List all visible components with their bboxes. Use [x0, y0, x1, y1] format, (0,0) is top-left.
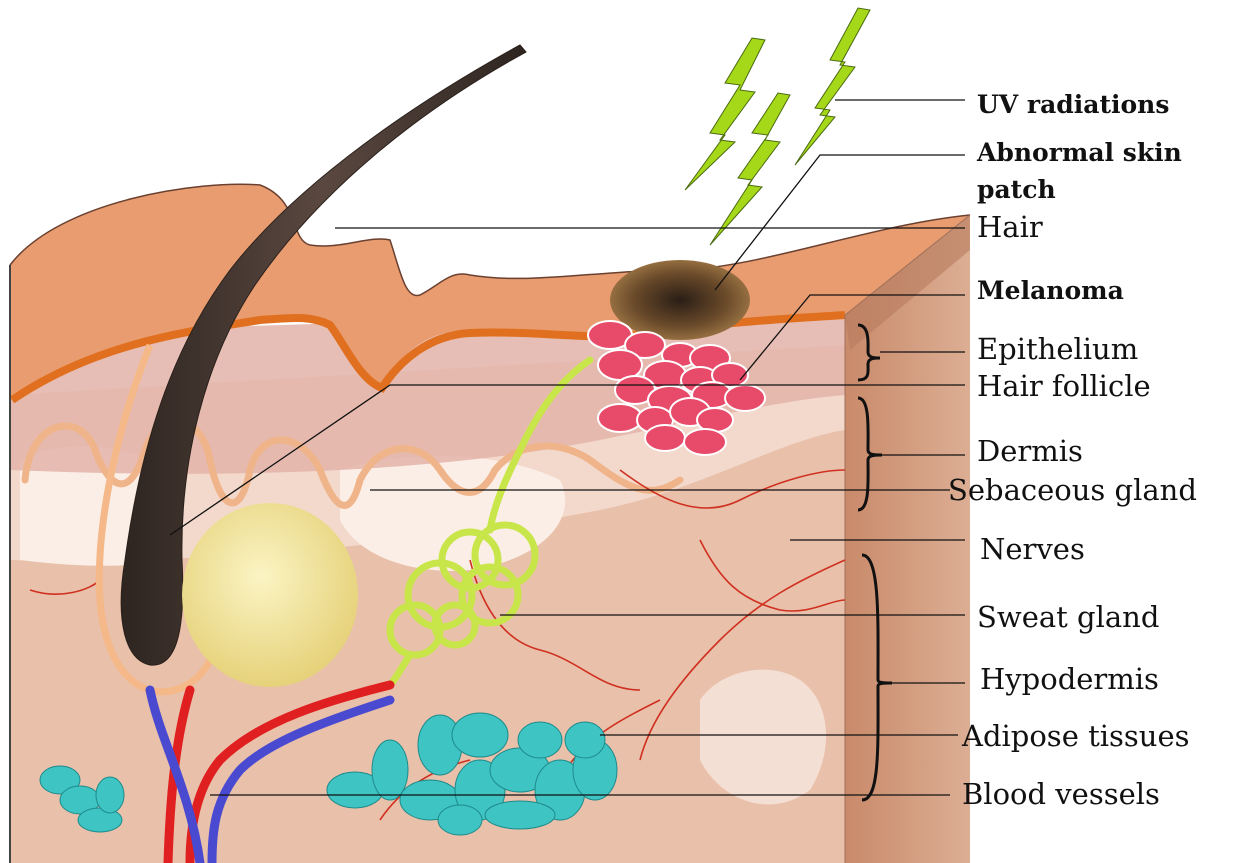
label-blood-vessels: Blood vessels — [962, 780, 1160, 809]
label-adipose-tissues: Adipose tissues — [962, 722, 1189, 751]
label-uv-radiations: UV radiations — [977, 92, 1169, 117]
label-hair-follicle: Hair follicle — [977, 372, 1151, 401]
label-dermis: Dermis — [977, 437, 1083, 466]
label-melanoma: Melanoma — [977, 278, 1124, 303]
label-nerves: Nerves — [980, 535, 1085, 564]
label-abnormal-skin-line2: patch — [977, 177, 1056, 202]
sebaceous-gland-bulb — [182, 503, 358, 687]
label-sweat-gland: Sweat gland — [977, 603, 1159, 632]
label-hypodermis: Hypodermis — [980, 665, 1159, 694]
label-hair: Hair — [977, 213, 1043, 242]
label-abnormal-skin-line1: Abnormal skin — [977, 140, 1182, 165]
hypodermis-light-patch — [700, 670, 826, 805]
label-sebaceous-gland: Sebaceous gland — [948, 476, 1197, 505]
label-epithelium: Epithelium — [977, 335, 1138, 364]
